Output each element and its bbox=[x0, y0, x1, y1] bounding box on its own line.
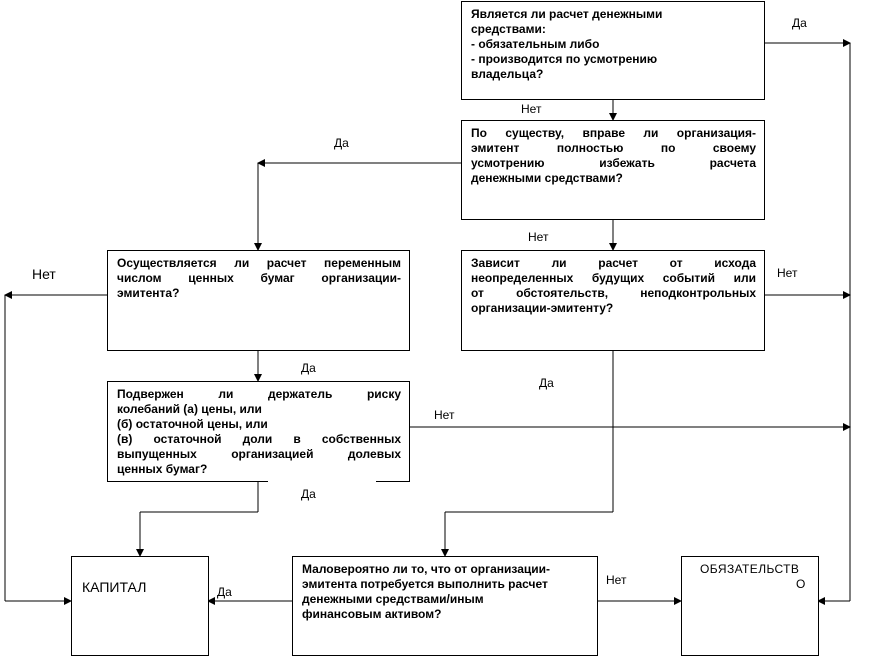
q3-line: Зависит ли расчет от исхода bbox=[471, 256, 756, 270]
q4-line: числом ценных бумаг организации- bbox=[117, 271, 401, 285]
q5-line: (в) остаточной доли в собственных bbox=[117, 432, 401, 446]
question-unlikely-settlement-box: Маловероятно ли то, что от организации- … bbox=[292, 556, 598, 656]
q6-no-label: Нет bbox=[606, 573, 627, 587]
question-cash-settlement-box: Является ли расчет денежными средствами:… bbox=[461, 1, 765, 100]
q4-line: Осуществляется ли расчет переменным bbox=[117, 256, 401, 270]
question-avoid-settlement-box: По существу, вправе ли организация- эмит… bbox=[461, 120, 765, 220]
question-variable-number-box: Осуществляется ли расчет переменным числ… bbox=[107, 250, 410, 351]
equity-box: КАПИТАЛ bbox=[71, 556, 209, 656]
q6-line: финансовым активом? bbox=[302, 607, 442, 621]
q3-no-label: Нет bbox=[777, 266, 798, 280]
q2-line: эмитент полностью по своему bbox=[471, 141, 756, 155]
q3-line: организации-эмитенту? bbox=[471, 301, 614, 315]
q6-line: Маловероятно ли то, что от организации- bbox=[302, 562, 551, 576]
liability-label-line2: О bbox=[796, 577, 806, 591]
liability-label-line1: ОБЯЗАТЕЛЬСТВ bbox=[700, 562, 800, 576]
q6-line: эмитента потребуется выполнить расчет bbox=[302, 577, 548, 591]
q2-no-label: Нет bbox=[528, 230, 549, 244]
q4-line: эмитента? bbox=[117, 286, 180, 300]
q4-no-label: Нет bbox=[32, 266, 56, 282]
q5-line: колебаний (а) цены, или bbox=[117, 402, 262, 416]
q1-line: Является ли расчет денежными bbox=[471, 7, 663, 21]
q1-line: - производится по усмотрению bbox=[471, 52, 658, 66]
q3-line: от обстоятельств, неподконтрольных bbox=[471, 286, 756, 300]
q5-line: Подвержен ли держатель риску bbox=[117, 387, 401, 401]
q2-line: усмотрению избежать расчета bbox=[471, 156, 756, 170]
q1-line: - обязательным либо bbox=[471, 37, 600, 51]
q3-line: неопределенных будущих событий или bbox=[471, 271, 756, 285]
q5-line: выпущенных организацией долевых bbox=[117, 447, 401, 461]
liability-box: ОБЯЗАТЕЛЬСТВ О bbox=[681, 556, 819, 656]
question-holder-risk-box: Подвержен ли держатель риску колебаний (… bbox=[107, 381, 410, 482]
q1-no-label: Нет bbox=[521, 102, 542, 116]
q1-line: средствами: bbox=[471, 22, 546, 36]
q4-yes-label: Да bbox=[301, 361, 316, 375]
q2-yes-label: Да bbox=[334, 136, 349, 150]
q5-yes-label: Да bbox=[301, 487, 316, 501]
q5-border-gap bbox=[268, 480, 376, 483]
q6-line: денежными средствами/иным bbox=[302, 592, 484, 606]
q5-line: (б) остаточной цены, или bbox=[117, 417, 268, 431]
q2-line: По существу, вправе ли организация- bbox=[471, 126, 756, 140]
q5-no-label: Нет bbox=[434, 408, 455, 422]
q2-line: денежными средствами? bbox=[471, 171, 623, 185]
q3-yes-label: Да bbox=[539, 376, 554, 390]
equity-label: КАПИТАЛ bbox=[82, 579, 147, 595]
q1-line: владельца? bbox=[471, 67, 544, 81]
q5-line: ценных бумаг? bbox=[117, 462, 208, 476]
q6-yes-label: Да bbox=[217, 585, 232, 599]
question-uncertain-events-box: Зависит ли расчет от исхода неопределенн… bbox=[461, 250, 765, 351]
q1-yes-label: Да bbox=[792, 16, 807, 30]
